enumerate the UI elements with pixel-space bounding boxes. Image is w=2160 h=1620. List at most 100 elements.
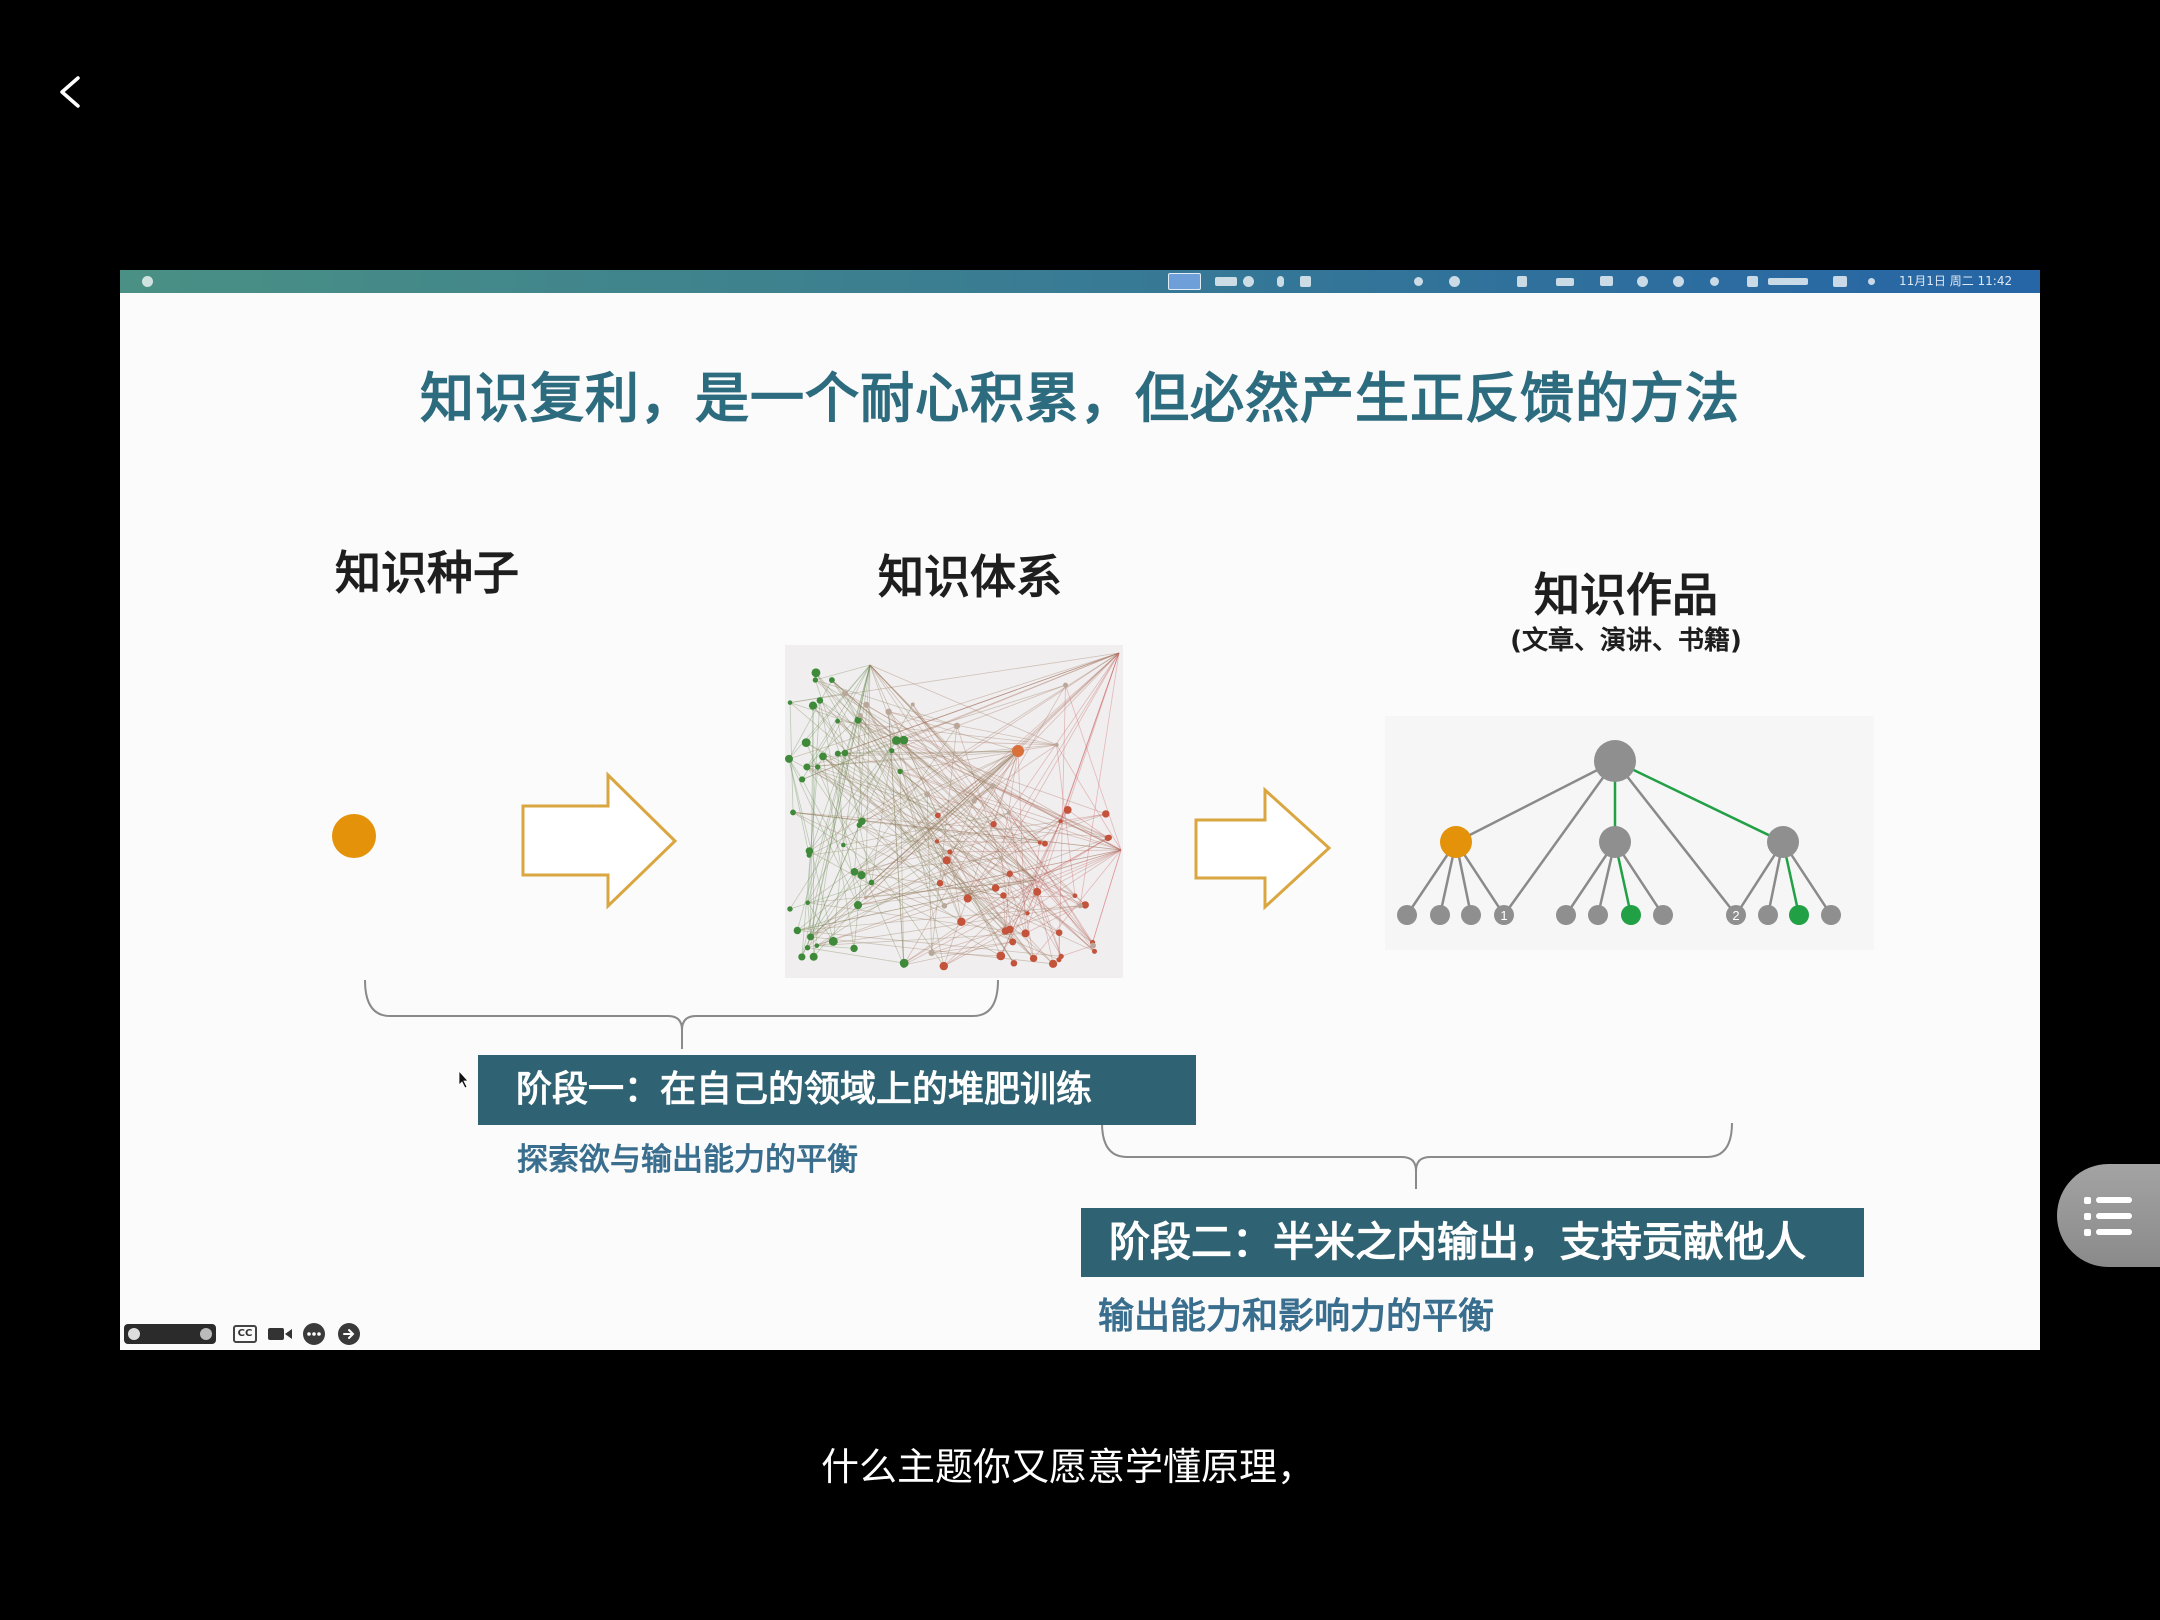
search-icon[interactable] bbox=[1710, 277, 1719, 286]
tree-leaf-node bbox=[1653, 905, 1673, 925]
network-edge bbox=[854, 785, 993, 873]
wifi-icon[interactable] bbox=[1637, 276, 1648, 287]
network-edge bbox=[814, 679, 863, 822]
network-edge bbox=[1056, 744, 1076, 896]
network-node bbox=[939, 961, 948, 971]
globe-icon[interactable] bbox=[1243, 276, 1254, 287]
meeting-app-icon[interactable] bbox=[1768, 278, 1808, 285]
grid-icon[interactable] bbox=[1300, 276, 1311, 287]
network-node bbox=[868, 879, 875, 886]
network-edge bbox=[937, 652, 1120, 816]
cc-button[interactable]: CC bbox=[233, 1325, 257, 1343]
network-edge bbox=[961, 849, 1122, 923]
video-camera-button[interactable] bbox=[267, 1326, 293, 1342]
network-edge bbox=[973, 744, 1057, 802]
network-node bbox=[941, 903, 948, 909]
network-edge bbox=[1009, 821, 1061, 930]
arrow-right-icon bbox=[343, 1329, 355, 1339]
network-node bbox=[1102, 810, 1110, 818]
network-edge bbox=[788, 758, 1038, 893]
network-edge bbox=[869, 664, 1002, 957]
network-edge bbox=[859, 715, 969, 899]
network-edge bbox=[807, 664, 871, 903]
display-icon[interactable] bbox=[1600, 276, 1613, 286]
network-node bbox=[1006, 810, 1011, 815]
network-edge bbox=[1000, 891, 1038, 957]
tree-leaf-node bbox=[1758, 905, 1778, 925]
network-edge bbox=[788, 758, 810, 856]
network-node bbox=[834, 750, 841, 757]
network-edge bbox=[801, 766, 819, 957]
presenter-icon[interactable] bbox=[124, 1324, 216, 1344]
next-slide-button[interactable] bbox=[338, 1323, 360, 1345]
network-node bbox=[1106, 834, 1112, 841]
network-edge bbox=[899, 771, 905, 966]
record-icon[interactable] bbox=[1449, 276, 1460, 287]
microphone-icon[interactable] bbox=[1277, 276, 1284, 287]
status-dot-icon bbox=[1868, 278, 1875, 285]
presenter-toolbar: CC bbox=[124, 1322, 364, 1346]
network-edge bbox=[789, 702, 904, 741]
more-button[interactable] bbox=[303, 1323, 325, 1345]
network-edge bbox=[903, 837, 1110, 964]
battery-icon[interactable] bbox=[1556, 278, 1574, 286]
chapter-list-button[interactable] bbox=[2057, 1164, 2160, 1267]
keyboard-icon[interactable] bbox=[1215, 277, 1237, 286]
network-edge bbox=[831, 679, 994, 825]
network-canvas bbox=[785, 652, 1122, 971]
speaker-icon[interactable] bbox=[1517, 276, 1527, 287]
tree-leaf-node bbox=[1494, 905, 1514, 925]
network-edge bbox=[810, 812, 1010, 938]
network-edge bbox=[1039, 809, 1069, 843]
network-edge bbox=[865, 843, 1046, 899]
network-edge bbox=[865, 704, 962, 922]
time-machine-icon[interactable] bbox=[1673, 276, 1684, 287]
network-edge bbox=[1025, 905, 1081, 934]
network-edge bbox=[810, 750, 1019, 938]
network-edge bbox=[936, 652, 1120, 842]
network-edge bbox=[869, 664, 1093, 943]
network-edge bbox=[871, 851, 951, 883]
network-edge bbox=[806, 766, 1040, 843]
network-node bbox=[858, 817, 866, 825]
apple-menu-icon[interactable] bbox=[142, 276, 153, 287]
network-edge bbox=[949, 851, 1034, 959]
network-edge bbox=[837, 721, 872, 883]
network-node bbox=[850, 868, 859, 876]
network-edge bbox=[1060, 652, 1120, 822]
network-edge bbox=[888, 711, 1014, 943]
network-edge bbox=[812, 705, 815, 957]
network-edge bbox=[936, 840, 1036, 881]
network-edge bbox=[805, 664, 871, 743]
network-edge bbox=[807, 664, 871, 948]
network-edge bbox=[899, 771, 1036, 881]
network-edge bbox=[992, 785, 1062, 957]
input-method-icon[interactable] bbox=[1168, 273, 1201, 290]
network-edge bbox=[888, 711, 1019, 752]
network-edge bbox=[792, 812, 1122, 851]
network-edge bbox=[1034, 837, 1110, 881]
network-node bbox=[1058, 953, 1064, 959]
network-edge bbox=[797, 750, 1019, 931]
network-node bbox=[1090, 942, 1096, 949]
menubar-clock[interactable]: 11月1日 周二 11:42 bbox=[1899, 274, 2013, 288]
network-node bbox=[807, 933, 815, 941]
network-edge bbox=[837, 652, 1120, 755]
network-node bbox=[841, 749, 849, 757]
back-button[interactable] bbox=[50, 70, 94, 114]
user-icon[interactable] bbox=[1833, 276, 1847, 287]
network-edge bbox=[1034, 879, 1093, 943]
network-edge bbox=[807, 902, 1026, 934]
network-edge bbox=[926, 794, 933, 953]
network-edge bbox=[859, 652, 1120, 826]
network-edge bbox=[931, 941, 1013, 954]
network-edge bbox=[967, 857, 1002, 899]
network-edge bbox=[815, 672, 945, 906]
network-edge bbox=[993, 750, 1019, 825]
control-center-icon[interactable] bbox=[1747, 276, 1758, 287]
network-node bbox=[924, 791, 931, 798]
moon-icon[interactable] bbox=[1414, 277, 1423, 286]
network-edge bbox=[943, 849, 1122, 967]
list-icon bbox=[2084, 1197, 2132, 1236]
network-edge bbox=[949, 849, 1122, 853]
